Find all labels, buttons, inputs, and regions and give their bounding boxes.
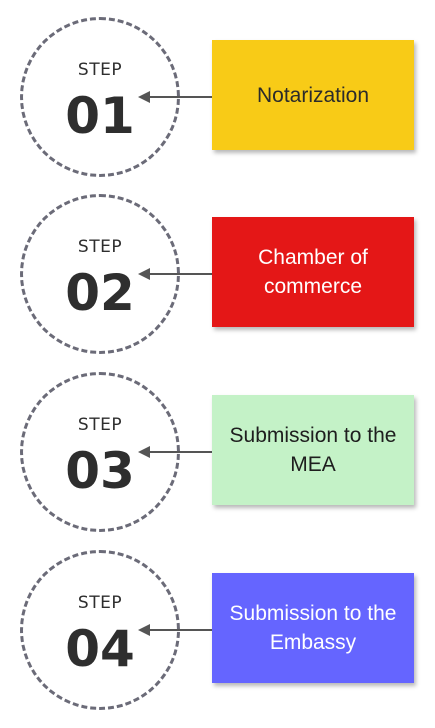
step-1-number: 01 [65,87,135,145]
step-2-number: 02 [65,264,135,322]
step-3-label: Submission to the MEA [229,424,397,476]
step-2-label: Chamber of commerce [258,246,368,298]
step-1: STEP 01 Notarization [0,17,435,187]
step-1-word: STEP [77,60,123,80]
arrow-left-icon [138,624,214,636]
step-4-note: Submission to the Embassy [212,573,414,683]
step-4-number: 04 [65,620,135,678]
step-1-note: Notarization [212,40,414,150]
step-3: STEP 03 Submission to the MEA [0,372,435,542]
step-2: STEP 02 Chamber of commerce [0,194,435,364]
arrow-left-icon [138,446,214,458]
step-2-note: Chamber of commerce [212,217,414,327]
step-2-word: STEP [77,237,123,257]
step-4-word: STEP [77,593,123,613]
arrow-left-icon [138,91,214,103]
step-3-note: Submission to the MEA [212,395,414,505]
step-4: STEP 04 Submission to the Embassy [0,550,435,720]
step-1-circle: STEP 01 [20,17,180,177]
step-3-word: STEP [77,415,123,435]
step-4-label: Submission to the Embassy [229,602,397,654]
step-3-number: 03 [65,442,135,500]
step-2-circle: STEP 02 [20,194,180,354]
arrow-left-icon [138,268,214,280]
step-1-label: Notarization [256,83,370,107]
